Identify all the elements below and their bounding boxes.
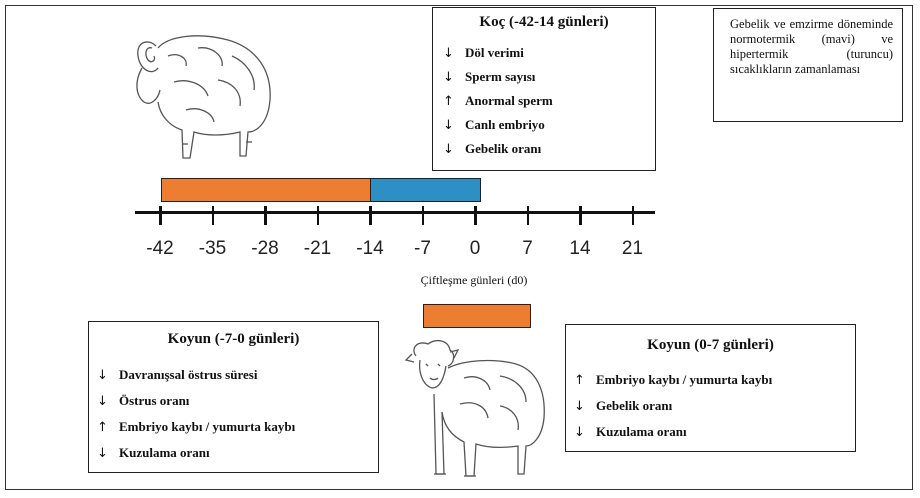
timeline-tick xyxy=(159,206,162,225)
arrow-icon: ↓ xyxy=(443,70,457,85)
effect-label: Gebelik oranı xyxy=(596,398,672,414)
tick-label: 7 xyxy=(522,238,533,260)
list-item: ↓ Kuzulama oranı xyxy=(97,440,378,466)
ram-illustration xyxy=(128,26,278,166)
list-item: ↓ Gebelik oranı xyxy=(574,393,855,419)
effect-label: Kuzulama oranı xyxy=(596,424,687,440)
list-item: ↓ Östrus oranı xyxy=(97,388,378,414)
list-item: ↑ Anormal sperm xyxy=(443,89,655,113)
arrow-icon: ↑ xyxy=(97,420,111,435)
legend-note-box: Gebelik ve emzirme döneminde normotermik… xyxy=(713,8,903,122)
effect-label: Östrus oranı xyxy=(119,393,189,409)
timeline-tick xyxy=(422,206,425,225)
list-item: ↓ Gebelik oranı xyxy=(443,137,655,161)
effect-label: Döl verimi xyxy=(465,45,524,61)
arrow-icon: ↓ xyxy=(97,368,111,383)
tick-label: -14 xyxy=(356,238,383,260)
effect-label: Embriyo kaybı / yumurta kaybı xyxy=(119,419,295,435)
ewe-pre-mating-box: Koyun (-7-0 günleri) ↓ Davranışsal östrus… xyxy=(88,321,379,473)
effect-label: Kuzulama oranı xyxy=(119,445,210,461)
ewe-post-effects-list: ↑ Embriyo kaybı / yumurta kaybı ↓ Gebelik … xyxy=(566,367,855,445)
tick-label: 14 xyxy=(569,238,590,260)
timeline-tick xyxy=(474,206,477,225)
tick-label: 0 xyxy=(470,238,481,260)
timeline-tick xyxy=(212,206,215,225)
effect-label: Anormal sperm xyxy=(465,93,553,109)
timeline-tick xyxy=(264,206,267,225)
effect-label: Gebelik oranı xyxy=(465,141,541,157)
arrow-icon: ↓ xyxy=(574,399,588,414)
effect-label: Davranışsal östrus süresi xyxy=(119,367,257,383)
effect-label: Embriyo kaybı / yumurta kaybı xyxy=(596,372,772,388)
ram-effects-box: Koç (-42-14 günleri) ↓ Döl verimi ↓ Sperm … xyxy=(432,7,656,171)
arrow-icon: ↓ xyxy=(443,142,457,157)
list-item: ↓ Kuzulama oranı xyxy=(574,419,855,445)
timeline-tick xyxy=(369,206,372,225)
list-item: ↓ Canlı embriyo xyxy=(443,113,655,137)
tick-label: -28 xyxy=(251,238,278,260)
list-item: ↓ Sperm sayısı xyxy=(443,65,655,89)
timeline-tick xyxy=(579,206,582,225)
timeline-tick xyxy=(632,206,635,225)
hyperthermic-bar-ram xyxy=(161,178,372,202)
tick-label: 21 xyxy=(622,238,643,260)
list-item: ↑ Embriyo kaybı / yumurta kaybı xyxy=(574,367,855,393)
arrow-icon: ↓ xyxy=(97,394,111,409)
ewe-pre-effects-list: ↓ Davranışsal östrus süresi ↓ Östrus oranı… xyxy=(89,362,378,466)
tick-label: -7 xyxy=(414,238,431,260)
arrow-icon: ↓ xyxy=(443,118,457,133)
tick-label: -42 xyxy=(146,238,173,260)
ram-effects-list: ↓ Döl verimi ↓ Sperm sayısı ↑ Anormal sperm… xyxy=(433,41,655,161)
axis-title: Çiftleşme günleri (d0) xyxy=(421,273,528,288)
tick-label: -35 xyxy=(199,238,226,260)
legend-note-text: Gebelik ve emzirme döneminde normotermik… xyxy=(730,17,893,77)
ram-box-title: Koç (-42-14 günleri) xyxy=(433,14,655,31)
ewe-pre-box-title: Koyun (-7-0 günleri) xyxy=(89,331,378,348)
normothermic-bar-ram xyxy=(370,178,481,202)
effect-label: Canlı embriyo xyxy=(465,117,545,133)
ewe-illustration xyxy=(404,334,552,486)
ewe-post-mating-box: Koyun (0-7 günleri) ↑ Embriyo kaybı / yum… xyxy=(565,324,856,452)
arrow-icon: ↑ xyxy=(574,373,588,388)
effect-label: Sperm sayısı xyxy=(465,69,535,85)
list-item: ↓ Döl verimi xyxy=(443,41,655,65)
list-item: ↑ Embriyo kaybı / yumurta kaybı xyxy=(97,414,378,440)
list-item: ↓ Davranışsal östrus süresi xyxy=(97,362,378,388)
arrow-icon: ↑ xyxy=(443,94,457,109)
arrow-icon: ↓ xyxy=(574,425,588,440)
arrow-icon: ↓ xyxy=(443,46,457,61)
timeline-tick xyxy=(317,206,320,225)
timeline-tick xyxy=(527,206,530,225)
hyperthermic-bar-ewe xyxy=(423,304,531,328)
arrow-icon: ↓ xyxy=(97,446,111,461)
ewe-post-box-title: Koyun (0-7 günleri) xyxy=(566,337,855,354)
tick-label: -21 xyxy=(304,238,331,260)
